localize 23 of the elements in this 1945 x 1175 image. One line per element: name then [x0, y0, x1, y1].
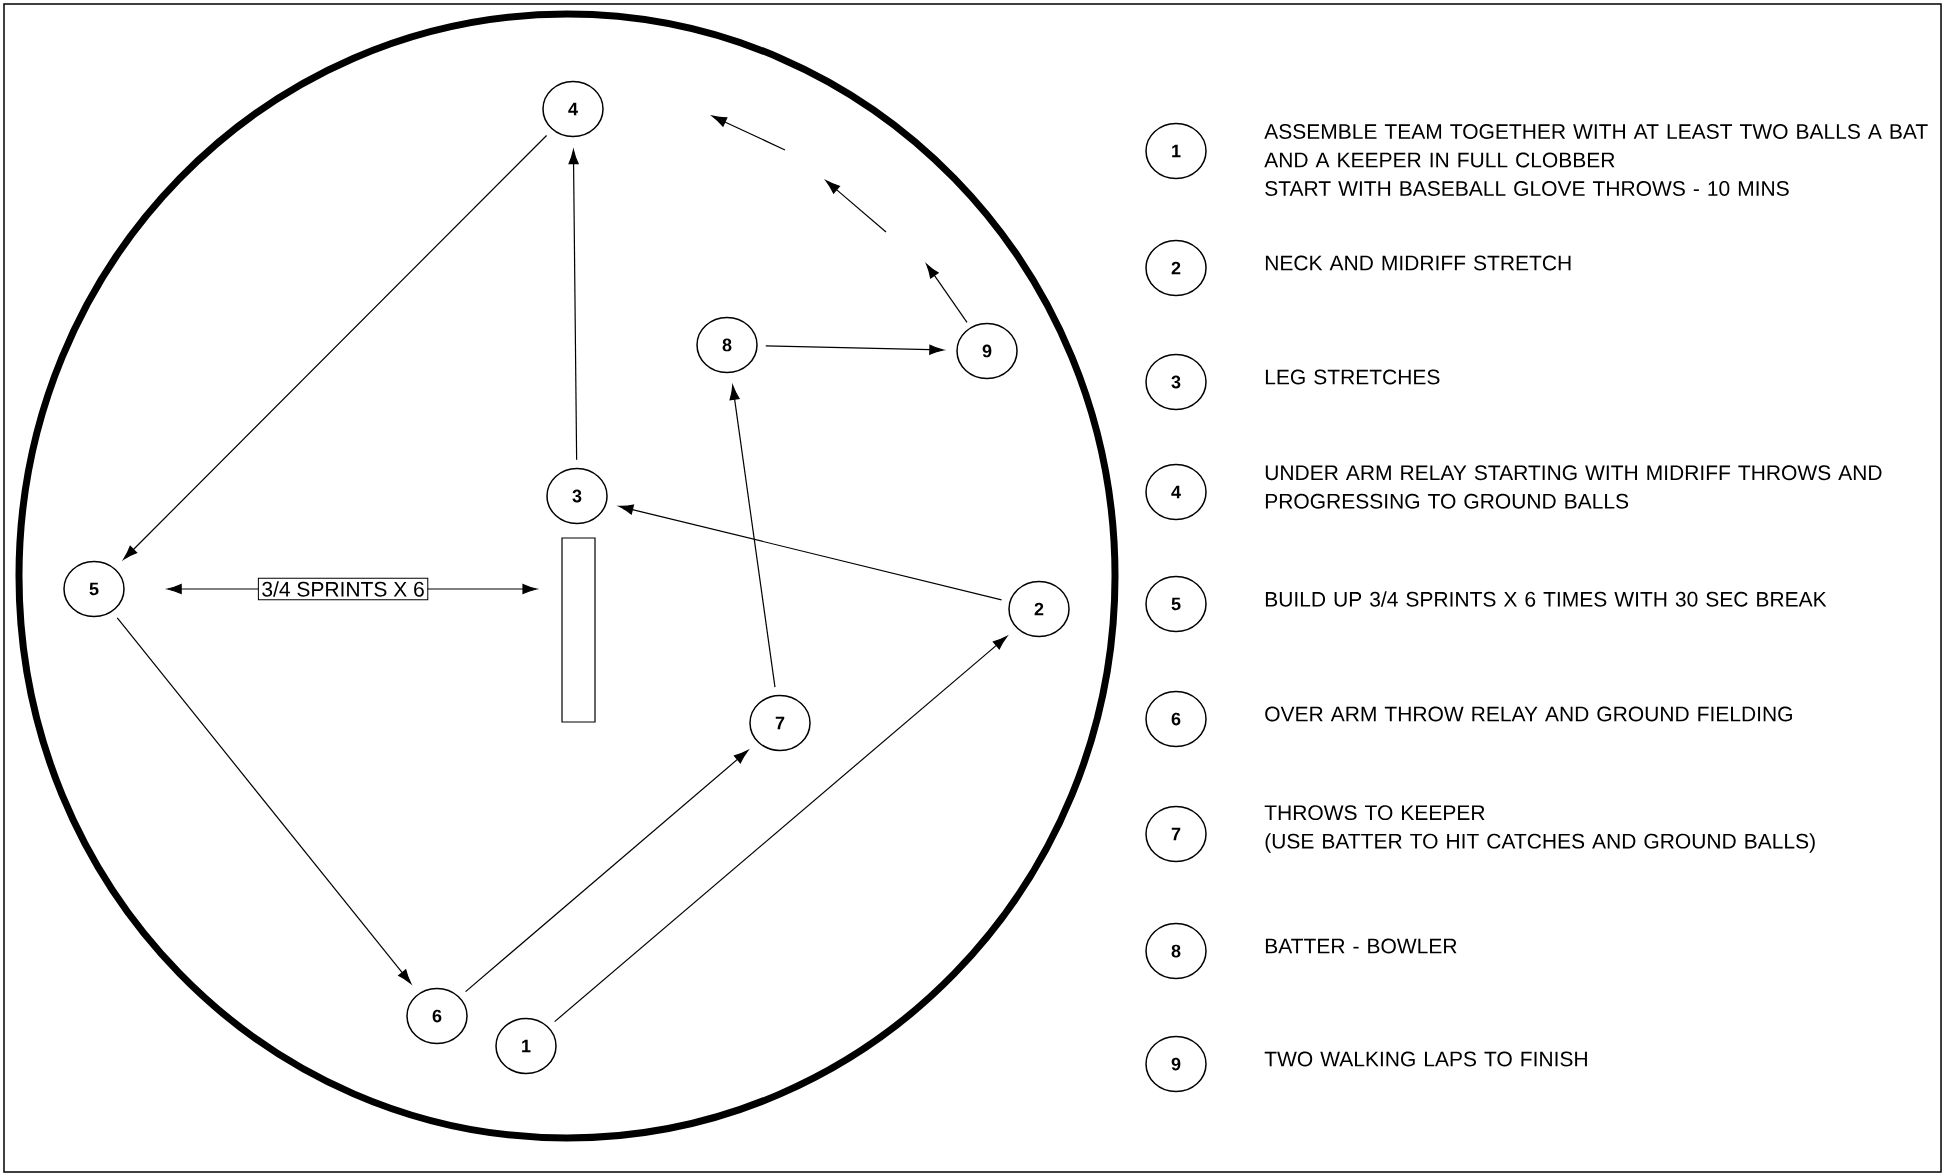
- arrow: [554, 635, 1008, 1023]
- step-description: TWO WALKING LAPS TO FINISH: [1264, 1051, 1587, 1067]
- step-description: BATTER - BOWLER: [1265, 938, 1457, 954]
- step-description: UNDER ARM RELAY STARTING WITH MIDRIFF THROWS AND PROGRESSING TO GROUND BALLS: [1265, 465, 1882, 509]
- arrow: [765, 344, 945, 355]
- step-description: ASSEMBLE TEAM TOGETHER WITH AT LEAST TWO BALLS A BAT AND A KEEPER IN FULL CLOBBER: [1264, 124, 1928, 168]
- step-description: START WITH BASEBALL GLOVE THROWS - 10 MINS: [1265, 181, 1789, 196]
- step-description: OVER ARM THROW RELAY AND GROUND FIELDING: [1265, 706, 1792, 722]
- step-description: NECK AND MIDRIFF STRETCH: [1265, 255, 1571, 271]
- arrow: [123, 134, 548, 560]
- edge-label: 3/4 SPRINTS X 6: [257, 577, 429, 601]
- step-description: LEG STRETCHES: [1265, 369, 1440, 385]
- arrow: [618, 504, 1003, 601]
- step-description: BUILD UP 3/4 SPRINTS X 6 TIMES WITH 30 SEC BREAK: [1265, 591, 1827, 607]
- arrow: [712, 115, 968, 323]
- arrow: [116, 617, 412, 984]
- step-description: (USE BATTER TO HIT CATCHES AND GROUND BALLS): [1265, 833, 1815, 853]
- pitch-rectangle: [561, 537, 596, 723]
- arrow: [465, 750, 749, 993]
- arrow: [568, 149, 579, 461]
- step-description: THROWS TO KEEPER: [1264, 805, 1485, 821]
- field-circle: [15, 10, 1119, 1142]
- arrow: [729, 385, 776, 688]
